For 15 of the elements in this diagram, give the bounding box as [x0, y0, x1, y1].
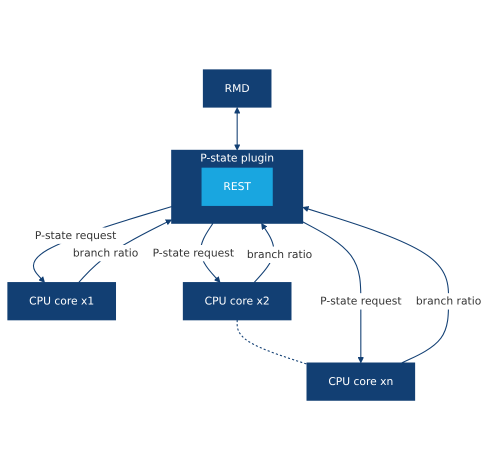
- edge-label: P-state request: [34, 228, 116, 242]
- arrow: [234, 107, 240, 150]
- edge-label: branch ratio: [246, 248, 312, 261]
- arrow: [302, 221, 364, 364]
- edge-label: branch ratio: [72, 246, 138, 260]
- node-box: RMD: [202, 69, 272, 108]
- edge-label: P-state request: [320, 294, 402, 308]
- edge-label: P-state request: [152, 246, 234, 260]
- node-box: CPU core x1: [7, 282, 116, 320]
- arrow: [302, 206, 450, 364]
- node-box: REST: [202, 168, 273, 206]
- node-box: CPU core xn: [306, 362, 416, 401]
- node-box: CPU core x2: [182, 282, 292, 320]
- edge-label: branch ratio: [416, 294, 482, 308]
- connector: [236, 320, 308, 365]
